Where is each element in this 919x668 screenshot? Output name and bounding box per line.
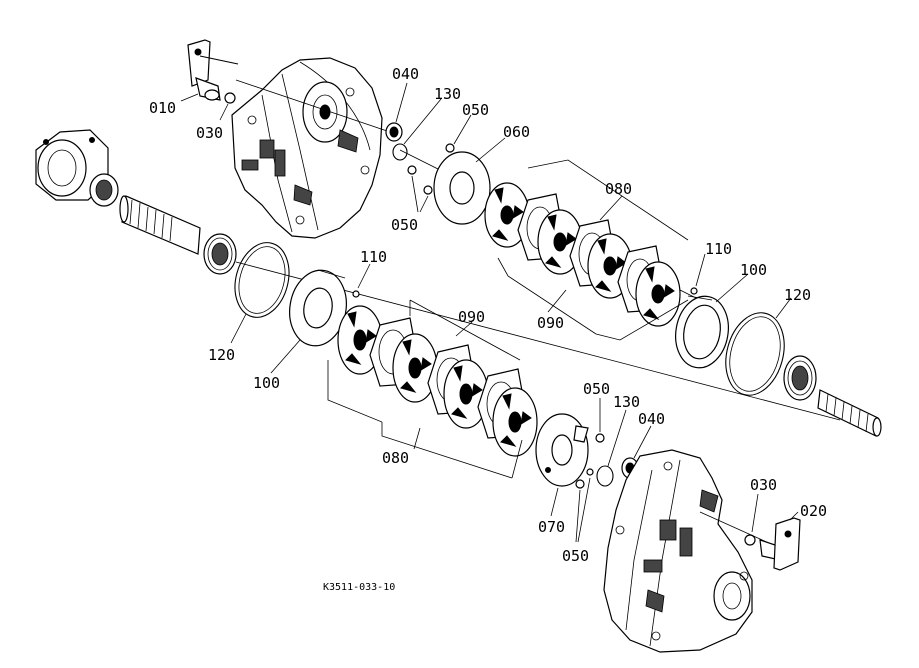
upper-stack-brackets: [497, 159, 689, 341]
part-120-snap-ring-right: [725, 312, 785, 396]
part-060-plate: [433, 151, 491, 225]
lower-stack-brackets: [327, 299, 523, 479]
callout-050-top: 050: [462, 101, 489, 119]
callout-100-right: 100: [740, 261, 767, 279]
callout-080-top: 080: [605, 180, 632, 198]
part-020-shaft: [759, 517, 801, 571]
part-120-snap-ring-left: [234, 242, 290, 318]
leader-lines: [180, 82, 799, 543]
bearing-left-shaft: [203, 233, 237, 275]
callout-labels: 010 030 040 130 050 060 080 050 110 100 …: [149, 65, 827, 593]
callout-120-right: 120: [784, 286, 811, 304]
part-130-snap-ring-bottom: [596, 465, 614, 487]
callout-030-top: 030: [196, 124, 223, 142]
splined-shaft-right: [817, 389, 882, 437]
left-bearing: [89, 173, 119, 207]
callout-130-top: 130: [434, 85, 461, 103]
part-040-seal-top: [385, 122, 403, 142]
part-050-ball-top: [445, 143, 455, 153]
callout-110-left: 110: [360, 248, 387, 266]
upper-clutch-disc-stack: [433, 151, 681, 327]
part-110-ball-right: [690, 287, 698, 295]
callout-050-mid: 050: [391, 216, 418, 234]
callout-090-top: 090: [458, 308, 485, 326]
drawing-code: K3511-033-10: [323, 582, 395, 593]
lower-housing: [603, 449, 753, 653]
axis-line-upper: [235, 79, 397, 135]
left-flange-cover: [35, 129, 109, 201]
part-030-oring-top: [224, 92, 236, 104]
callout-100-left: 100: [253, 374, 280, 392]
part-070-piston-plate: [535, 413, 589, 487]
part-050-ball-low-1: [595, 433, 605, 443]
callout-040-top: 040: [392, 65, 419, 83]
callout-050-bottom: 050: [562, 547, 589, 565]
lower-clutch-disc-stack: [337, 305, 538, 457]
part-010-shaft: [187, 39, 239, 101]
part-050-ball-low-2: [575, 479, 585, 489]
splined-shaft-left: [119, 195, 201, 255]
part-110-ball-left: [352, 290, 360, 298]
callout-030-bottom: 030: [750, 476, 777, 494]
part-100-pressure-plate-right: [675, 295, 729, 369]
callout-040-bottom: 040: [638, 410, 665, 428]
upper-housing: [231, 57, 383, 239]
callout-010: 010: [149, 99, 176, 117]
part-050-ball-low-3: [586, 468, 594, 476]
callout-080-bottom: 080: [382, 449, 409, 467]
bearing-right-shaft: [783, 355, 817, 401]
friction-disc-080-2: [392, 333, 438, 403]
callout-110-right: 110: [705, 240, 732, 258]
callout-130-bottom: 130: [613, 393, 640, 411]
part-050-ball-mid-2: [423, 185, 433, 195]
part-050-ball-mid-1: [407, 165, 417, 175]
friction-disc-080-3: [443, 359, 489, 429]
callout-090-bottom: 090: [537, 314, 564, 332]
part-130-snap-ring-top: [392, 143, 408, 161]
callout-070: 070: [538, 518, 565, 536]
friction-disc-080-4: [492, 387, 538, 457]
part-030-oring-bottom: [744, 534, 756, 546]
callout-120-left: 120: [208, 346, 235, 364]
callout-060: 060: [503, 123, 530, 141]
friction-disc-080-top-4: [635, 261, 681, 327]
callout-050-low: 050: [583, 380, 610, 398]
part-100-pressure-plate-left: [289, 269, 347, 347]
callout-020: 020: [800, 502, 827, 520]
